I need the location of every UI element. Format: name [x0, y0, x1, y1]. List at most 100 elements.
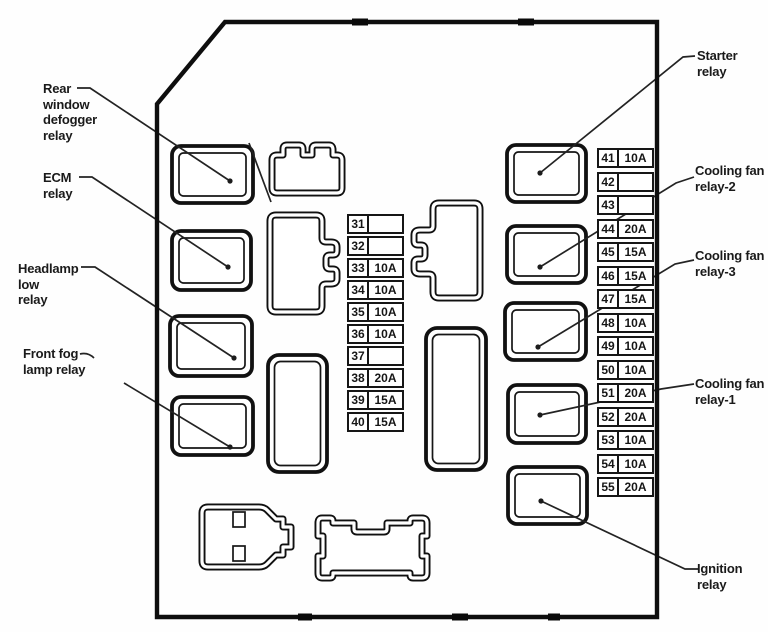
fuse-rating: 15A	[624, 245, 647, 259]
relay-cooling-fan-3	[503, 301, 588, 362]
label-headlamp-low-relay: Headlamp low relay	[18, 261, 79, 307]
relay-front-fog	[170, 395, 255, 457]
relay-holder-right	[424, 326, 488, 472]
fuse-rating: 15A	[374, 415, 397, 429]
outline-scan-marks	[298, 18, 560, 621]
fuse-row-44: 44 20A	[597, 218, 654, 239]
fuse-number: 51	[599, 385, 619, 401]
fuse-row-51: 51 20A	[597, 383, 654, 403]
fuse-rating: 20A	[624, 386, 647, 400]
fuse-row-45: 45 15A	[597, 242, 654, 262]
fuse-number: 53	[599, 432, 619, 448]
fuse-number: 42	[599, 173, 619, 190]
fuse-table-center: 31 32 33 10A 34 10A 35 10A 36 10A 37 38 20A 39 15A 40 15…	[347, 214, 404, 432]
relay-rear-defogger	[170, 144, 255, 205]
fuse-row-31: 31	[347, 214, 404, 234]
fuse-row-36: 36 10A	[347, 324, 404, 344]
fuse-number: 31	[349, 216, 369, 232]
fuse-row-34: 34 10A	[347, 280, 404, 300]
fuse-row-37: 37	[347, 346, 404, 366]
fuse-row-39: 39 15A	[347, 390, 404, 410]
connector-top	[268, 141, 346, 197]
fuse-rating: 10A	[624, 456, 647, 471]
label-cooling-fan-relay-1: Cooling fan relay-1	[695, 376, 765, 407]
connector-bottom-left	[198, 503, 295, 571]
fuse-rating: 10A	[624, 339, 647, 353]
fuse-number: 49	[599, 338, 619, 354]
fuse-number: 36	[349, 326, 369, 342]
label-starter-relay: Starter relay	[697, 48, 738, 79]
fuse-rating: 10A	[374, 261, 397, 275]
fuse-rating: 10A	[624, 362, 647, 377]
fuse-rating: 10A	[374, 283, 397, 297]
fuse-row-42: 42	[597, 171, 654, 192]
relay-ecm	[170, 229, 253, 292]
fuse-rating: 15A	[624, 292, 647, 306]
fuse-row-41: 41 10A	[597, 148, 654, 168]
fuse-rating: 20A	[624, 221, 647, 236]
relay-cooling-fan-2	[505, 224, 588, 285]
fuse-number: 33	[349, 260, 369, 276]
fuse-row-53: 53 10A	[597, 430, 654, 450]
relay-starter	[505, 143, 588, 204]
fuse-row-33: 33 10A	[347, 258, 404, 278]
fuse-number: 46	[599, 267, 619, 284]
label-ignition-relay: Ignition relay	[697, 561, 743, 592]
fuse-rating: 10A	[624, 315, 647, 330]
fuse-number: 52	[599, 408, 619, 425]
fuse-rating: 10A	[374, 305, 397, 319]
fuse-rating: 10A	[624, 151, 647, 165]
relay-holder-left	[266, 353, 329, 474]
label-ecm-relay: ECM relay	[43, 170, 73, 201]
fuse-number: 39	[349, 392, 369, 408]
fuse-row-47: 47 15A	[597, 289, 654, 309]
fuse-number: 55	[599, 479, 619, 495]
fuse-number: 44	[599, 220, 619, 237]
fuse-number: 40	[349, 414, 369, 430]
fuse-number: 45	[599, 244, 619, 260]
fuse-row-40: 40 15A	[347, 412, 404, 432]
relay-headlamp-low	[168, 314, 254, 378]
fuse-number: 34	[349, 282, 369, 298]
fusebox-outline	[154, 19, 660, 620]
fuse-rating: 20A	[374, 371, 397, 385]
fuse-rating: 20A	[624, 409, 647, 424]
fuse-rating: 15A	[374, 393, 397, 407]
fuse-row-54: 54 10A	[597, 453, 654, 474]
fuse-row-38: 38 20A	[347, 368, 404, 388]
fuse-rating: 20A	[624, 480, 647, 494]
fuse-rating: 10A	[624, 433, 647, 447]
fuse-number: 35	[349, 304, 369, 320]
fuse-row-50: 50 10A	[597, 359, 654, 380]
fuse-row-55: 55 20A	[597, 477, 654, 497]
fuse-number: 54	[599, 455, 619, 472]
fuse-number: 43	[599, 197, 619, 213]
relay-ignition	[506, 465, 589, 526]
label-front-fog-lamp-relay: Front fog lamp relay	[23, 346, 86, 377]
relay-holder-keyed-left	[266, 211, 341, 316]
fuse-number: 37	[349, 348, 369, 364]
fuse-number: 48	[599, 314, 619, 331]
fuse-number: 47	[599, 291, 619, 307]
fuse-number: 41	[599, 150, 619, 166]
fuse-row-49: 49 10A	[597, 336, 654, 356]
fuse-row-52: 52 20A	[597, 406, 654, 427]
fuse-rating: 10A	[374, 327, 397, 341]
fuse-number: 50	[599, 361, 619, 378]
connector-bottom-right	[314, 514, 431, 582]
label-cooling-fan-relay-3: Cooling fan relay-3	[695, 248, 765, 279]
relay-holder-keyed-right	[410, 199, 484, 302]
label-rear-window-defogger-relay: Rear window defogger relay	[43, 81, 98, 143]
fuse-row-35: 35 10A	[347, 302, 404, 322]
fuse-number: 32	[349, 238, 369, 254]
fuse-row-43: 43	[597, 195, 654, 215]
fuse-row-48: 48 10A	[597, 312, 654, 333]
leader-lines	[77, 55, 698, 570]
label-cooling-fan-relay-2: Cooling fan relay-2	[695, 163, 765, 194]
fuse-row-32: 32	[347, 236, 404, 256]
fuse-rating: 15A	[624, 268, 647, 283]
fuse-number: 38	[349, 370, 369, 386]
